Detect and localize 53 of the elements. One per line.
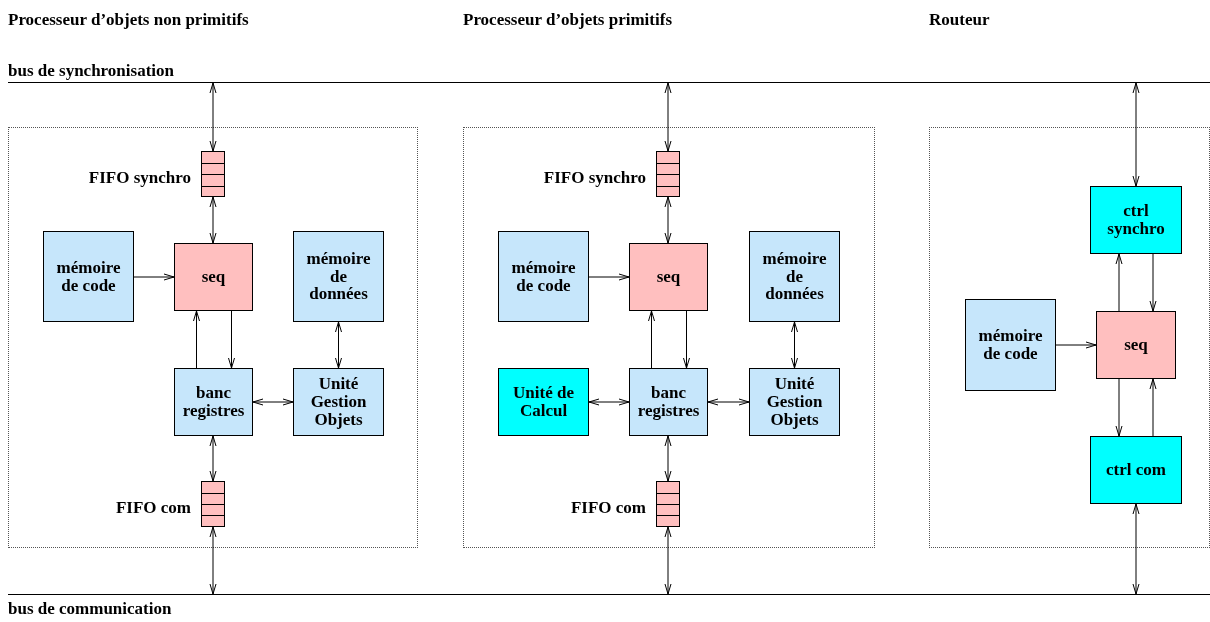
register-bank-box: banc registres (629, 368, 708, 436)
arrow (209, 435, 217, 482)
fifo-label: FIFO synchro (88, 168, 191, 188)
memory-box: mémoire de code (965, 299, 1056, 391)
sequencer-box: seq (174, 243, 253, 311)
memory-box: mémoire de code (43, 231, 134, 322)
arrow (209, 196, 217, 244)
arrow (193, 310, 200, 369)
controller-box: ctrl com (1090, 436, 1182, 504)
controller-box: ctrl synchro (1090, 186, 1182, 254)
fifo-label: FIFO synchro (543, 168, 646, 188)
arrow (791, 321, 798, 369)
arrow (1055, 341, 1097, 349)
bus-label: bus de synchronisation (8, 61, 174, 81)
arrow (335, 321, 342, 369)
fifo-label: FIFO com (570, 498, 646, 518)
arrow (664, 526, 672, 595)
arrow (1149, 378, 1157, 437)
dotted-frame (8, 127, 418, 548)
arrow (664, 196, 672, 244)
section-heading: Routeur (929, 10, 990, 30)
fifo-label: FIFO com (115, 498, 191, 518)
arrow (588, 273, 630, 281)
section-heading: Processeur d’objets primitifs (463, 10, 672, 30)
arrow (648, 310, 655, 369)
arrow (683, 310, 690, 369)
arrow (1132, 82, 1140, 187)
dotted-frame (929, 127, 1210, 548)
object-unit-box: Unité Gestion Objets (293, 368, 384, 436)
arrow (1132, 503, 1140, 595)
arrow (588, 398, 630, 406)
bus-label: bus de communication (8, 599, 172, 619)
sequencer-box: seq (629, 243, 708, 311)
arrow (133, 273, 175, 281)
memory-box: mémoire de code (498, 231, 589, 322)
object-unit-box: Unité Gestion Objets (749, 368, 840, 436)
arrow (209, 526, 217, 595)
arrow (664, 82, 672, 152)
arrow (1149, 253, 1157, 312)
arrow (228, 310, 235, 369)
memory-box: mémoire de données (293, 231, 384, 322)
arrow (252, 398, 294, 406)
sequencer-box: seq (1096, 311, 1176, 379)
memory-box: mémoire de données (749, 231, 840, 322)
arrow (1115, 378, 1123, 437)
arrow (664, 435, 672, 482)
dotted-frame (463, 127, 875, 548)
section-heading: Processeur d’objets non primitifs (8, 10, 249, 30)
arrow (1115, 253, 1123, 312)
compute-unit-box: Unité de Calcul (498, 368, 589, 436)
arrow (707, 398, 750, 406)
register-bank-box: banc registres (174, 368, 253, 436)
arrow (209, 82, 217, 152)
